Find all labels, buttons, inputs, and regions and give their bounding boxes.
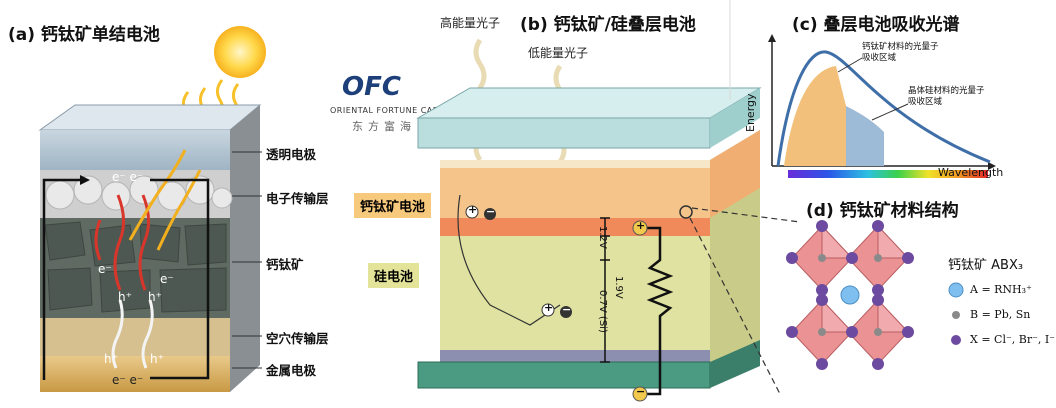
perovskite-absorption-note: 钙钛矿材料的光量子吸收区域 — [862, 42, 939, 63]
legend-a-marker — [948, 282, 964, 298]
panel-a-title: (a) 钙钛矿单结电池 — [8, 25, 160, 45]
plus-sign-1: + — [468, 203, 478, 216]
layer-hole-transport: 空穴传输层 — [266, 331, 329, 346]
watermark-line1: ORIENTAL FORTUNE CAPITAL — [330, 106, 457, 115]
high-energy-photon-label: 高能量光子 — [440, 16, 501, 30]
watermark-logo: OFC — [342, 72, 401, 102]
carrier-h1: h⁺ — [118, 290, 132, 304]
layer-electron-transport: 电子传输层 — [266, 191, 329, 206]
minus-sign-2: − — [562, 303, 572, 316]
terminal-plus-sign: + — [636, 219, 646, 232]
legend-b-marker — [952, 311, 960, 319]
abx3-formula: 钙钛矿 ABX₃ — [948, 258, 1024, 273]
a-site-ion — [840, 285, 860, 305]
minus-sign-1: − — [486, 205, 496, 218]
electron-label-bottom: e⁻ e⁻ — [112, 373, 144, 387]
single-junction-cell-diagram — [38, 26, 266, 392]
energy-curve — [776, 50, 991, 167]
layer-transparent-electrode: 透明电极 — [266, 147, 317, 162]
panel-b-title: (b) 钙钛矿/硅叠层电池 — [520, 15, 696, 35]
positive-terminal-icon — [632, 220, 648, 236]
panel-d-title: (d) 钙钛矿材料结构 — [806, 201, 959, 221]
plus-sign-2: + — [544, 301, 554, 314]
layer-perovskite: 钙钛矿 — [266, 257, 304, 272]
watermark-line2: 东方富海 — [352, 120, 416, 133]
carrier-e2: e⁻ — [160, 272, 174, 286]
low-energy-photon-label: 低能量光子 — [528, 46, 589, 60]
legend-x-marker — [951, 335, 961, 345]
sun-icon — [214, 26, 266, 78]
terminal-minus-sign: − — [636, 385, 646, 398]
layer-metal-electrode: 金属电极 — [266, 363, 317, 378]
legend-x-label: X = Cl⁻, Br⁻, I⁻ — [970, 333, 1056, 346]
visible-spectrum-bar — [788, 170, 988, 178]
silicon-cell-tag: 硅电池 — [368, 263, 420, 288]
perovskite-cell-tag: 钙钛矿电池 — [354, 193, 432, 218]
carrier-e1: e⁻ — [98, 262, 112, 276]
legend-a-label: A = RNH₃⁺ — [970, 283, 1032, 296]
electron-label-top: e⁻ e⁻ — [112, 170, 144, 184]
panel-c-title: (c) 叠层电池吸收光谱 — [792, 15, 960, 35]
legend-b-label: B = Pb, Sn — [970, 308, 1031, 321]
carrier-h2: h⁺ — [148, 290, 162, 304]
carrier-h3: h⁺ — [104, 352, 118, 366]
silicon-absorption-region — [846, 106, 884, 166]
negative-terminal-icon — [632, 386, 648, 402]
perovskite-absorption-region — [784, 66, 848, 166]
silicon-absorption-note: 晶体硅材料的光量子吸收区域 — [908, 86, 985, 107]
spectrum-x-label: Wavelength — [938, 166, 1004, 179]
zoom-lens-icon — [679, 205, 693, 219]
carrier-h4: h⁺ — [150, 352, 164, 366]
